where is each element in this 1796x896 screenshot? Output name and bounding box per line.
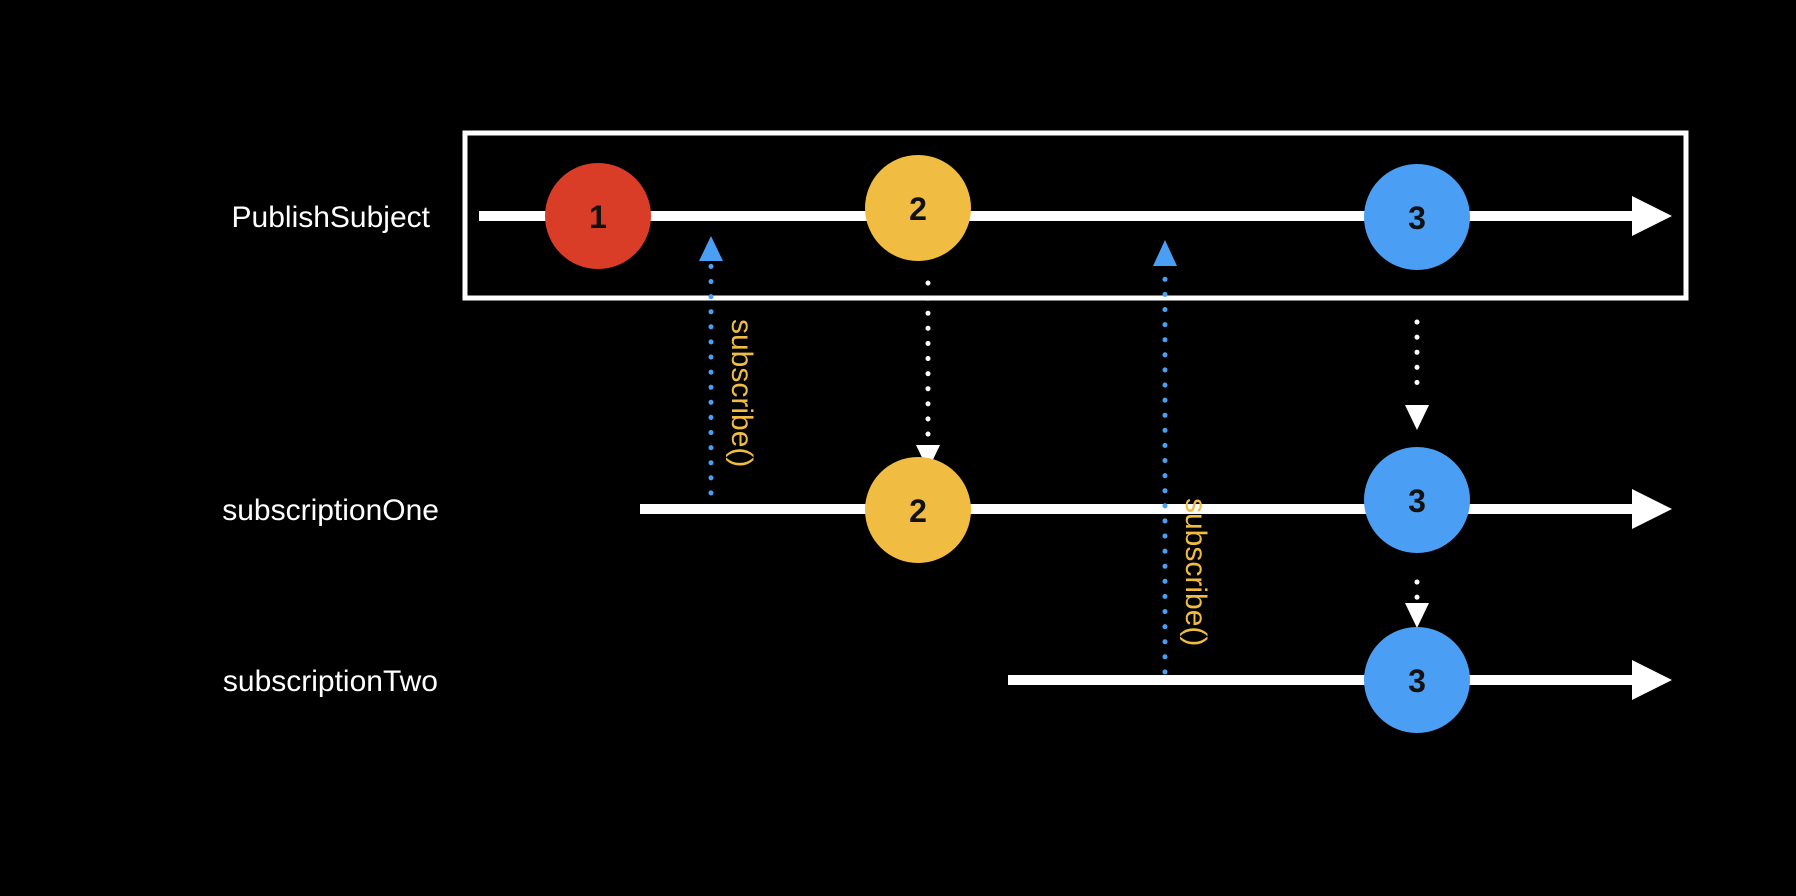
- emit-arrow-3-to-subscription-two: [1405, 579, 1429, 628]
- marble-value: 1: [589, 199, 607, 235]
- publish-subject-box: [462, 130, 1689, 301]
- marble-subscription-one-2: 2: [865, 457, 971, 563]
- arrowhead-publish: [1632, 196, 1672, 236]
- marble-value: 3: [1408, 483, 1426, 519]
- marble-circle: [865, 457, 971, 563]
- subscribe-arrow-one: [699, 236, 723, 496]
- subscribe-arrow-two: [1153, 240, 1177, 675]
- marble-circle: [1364, 627, 1470, 733]
- marble-publish-2: 2: [865, 155, 971, 261]
- marble-circle: [1364, 447, 1470, 553]
- marble-publish-3: 3: [1364, 164, 1470, 270]
- subscribe-label-two: subscribe(): [1179, 498, 1212, 646]
- stream-label-subscription-two: subscriptionTwo: [223, 665, 438, 698]
- marble-value: 2: [909, 191, 927, 227]
- marble-subscription-two-3: 3: [1364, 627, 1470, 733]
- arrowhead-subscription-two: [1632, 660, 1672, 700]
- marble-value: 2: [909, 493, 927, 529]
- marble-value: 3: [1408, 663, 1426, 699]
- marble-subscription-one-3: 3: [1364, 447, 1470, 553]
- marble-circle: [865, 155, 971, 261]
- marble-value: 3: [1408, 200, 1426, 236]
- emit-arrow-2-to-subscription-one: [916, 280, 940, 470]
- timeline-subscription-one: [640, 489, 1672, 529]
- subscribe-label-one: subscribe(): [725, 319, 758, 467]
- marble-circle: [1364, 164, 1470, 270]
- marble-publish-1: 1: [545, 163, 651, 269]
- stream-label-subscription-one: subscriptionOne: [222, 494, 439, 527]
- marble-circle: [545, 163, 651, 269]
- timeline-publish: [479, 196, 1672, 236]
- stream-label-publish: PublishSubject: [232, 201, 431, 234]
- timeline-subscription-two: [1008, 660, 1672, 700]
- arrowhead-subscription-one: [1632, 489, 1672, 529]
- emit-arrow-3-to-subscription-one: [1405, 319, 1429, 430]
